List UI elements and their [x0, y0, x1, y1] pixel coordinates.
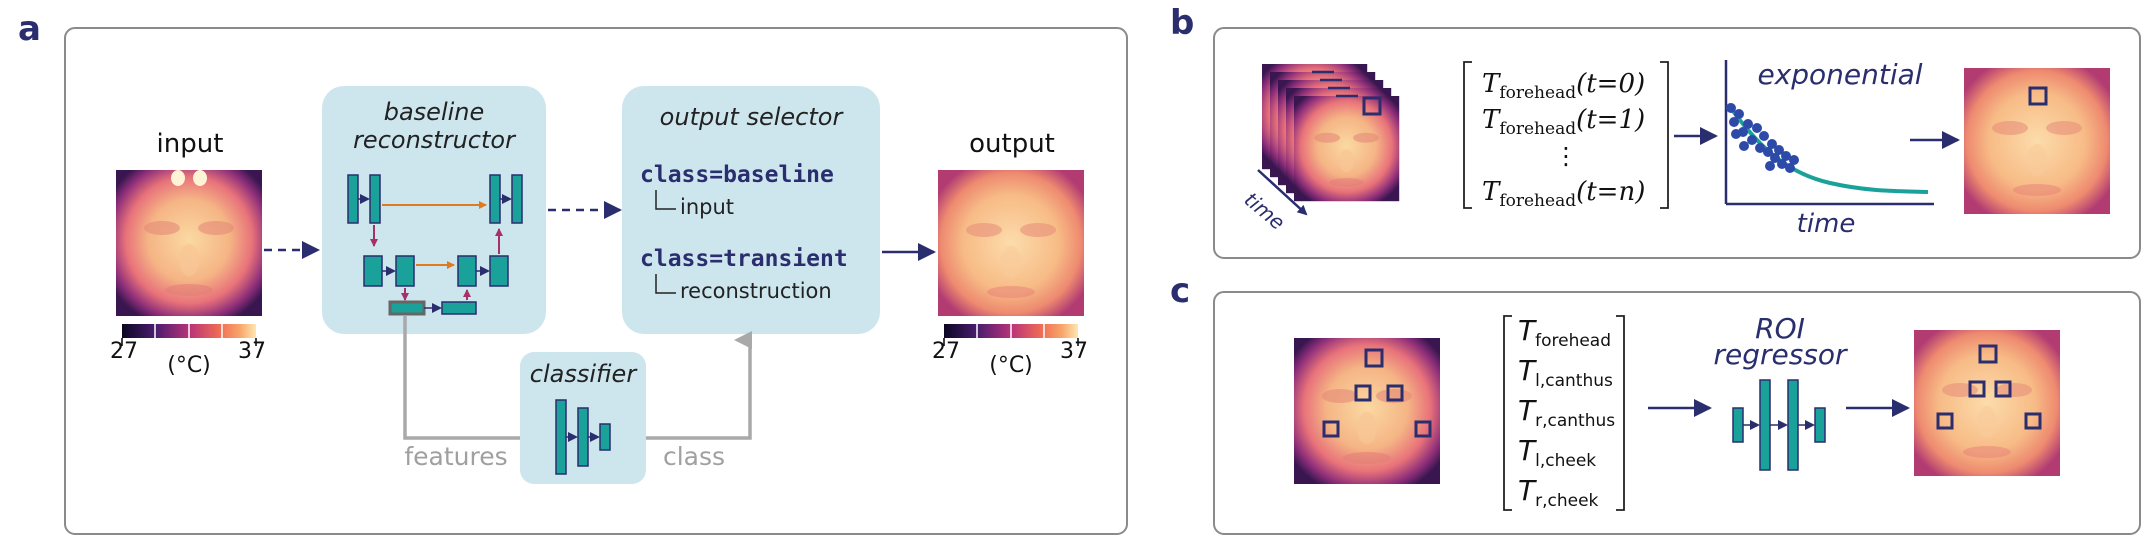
selector-line2-bracket	[655, 274, 676, 294]
unet-diagram	[347, 174, 523, 316]
input-label: input	[157, 129, 224, 159]
panel-c-letter: c	[1170, 271, 1190, 311]
vector-c-entry: Tl,cheek	[1518, 434, 1596, 471]
vector-dots: ⋮	[1554, 142, 1578, 170]
output-colorbar-ticks	[976, 324, 1045, 338]
vector-bracket-left	[1463, 61, 1472, 209]
svg-text:Tforehead(t=n): Tforehead(t=n)	[1482, 177, 1645, 211]
fit-xaxis-label: time	[1797, 209, 1856, 239]
output-thermal-image	[938, 170, 1084, 316]
reconstructor-title-2: reconstructor	[353, 126, 517, 154]
arrow-class	[638, 331, 752, 440]
panel-c-frame	[1213, 291, 2141, 535]
panel-b: b time Tforehead(t=0) Tforehead(t=1) ⋮ T…	[1170, 3, 2141, 259]
selector-line1-bracket	[655, 190, 676, 210]
panel-b-frame	[1213, 27, 2141, 259]
vector-c-entry: Tforehead	[1518, 314, 1611, 351]
panel-c-input-image	[1294, 338, 1440, 484]
input-colorbar-unit: (°C)	[167, 353, 211, 378]
input-colorbar-max: 37	[238, 339, 266, 364]
selector-line1-sub: input	[680, 195, 734, 219]
classifier-title: classifier	[530, 360, 639, 388]
fit-label: exponential	[1757, 58, 1922, 91]
panel-a-letter: a	[18, 9, 41, 49]
regressor-title-2: regressor	[1713, 338, 1848, 371]
vector-c-entry: Tr,cheek	[1518, 474, 1599, 511]
panel-a: a input 27 37 (°C) baseline reconstructo…	[18, 9, 1128, 535]
features-label: features	[404, 442, 507, 471]
panel-c: c Tforehead Tl,canthus Tr,canthus Tl,che…	[1170, 271, 2141, 535]
output-colorbar-max: 37	[1060, 339, 1088, 364]
time-arrow-label: time	[1240, 187, 1290, 234]
time-arrow	[1257, 169, 1308, 216]
vector-c-entries: Tforehead Tl,canthus Tr,canthus Tl,cheek…	[1518, 314, 1615, 511]
output-colorbar-unit: (°C)	[989, 353, 1033, 378]
selector-line2-code: class=transient	[640, 246, 848, 272]
vector-entry-2: Tforehead(t=1)	[1482, 105, 1645, 139]
regressor-network	[1732, 379, 1826, 471]
frame-stack	[1262, 64, 1400, 202]
class-label: class	[663, 442, 725, 471]
vector-c-bracket-right	[1616, 315, 1625, 511]
vector-c-bracket-left	[1503, 315, 1512, 511]
output-colorbar-min: 27	[932, 339, 960, 364]
arrow-features	[403, 316, 548, 447]
vector-c-entry: Tr,canthus	[1518, 394, 1615, 431]
svg-text:Tforehead(t=0): Tforehead(t=0)	[1482, 69, 1645, 103]
selector-title: output selector	[660, 103, 845, 131]
panel-b-letter: b	[1170, 3, 1194, 43]
svg-text:Tforehead(t=1): Tforehead(t=1)	[1482, 105, 1645, 139]
vector-entry-n: Tforehead(t=n)	[1482, 177, 1645, 211]
input-thermal-image	[116, 170, 262, 316]
classifier-network	[555, 399, 611, 475]
output-selector-box	[622, 86, 880, 334]
reconstructor-title-1: baseline	[384, 98, 485, 126]
input-colorbar-min: 27	[110, 339, 138, 364]
vector-bracket-right	[1660, 61, 1669, 209]
selector-line2-sub: reconstruction	[680, 279, 832, 303]
regressor-title-1: ROI	[1755, 312, 1805, 345]
vector-c-entry: Tl,canthus	[1518, 354, 1613, 391]
panel-a-frame	[64, 27, 1128, 535]
panel-c-output-image	[1914, 330, 2060, 476]
vector-entry-1: Tforehead(t=0)	[1482, 69, 1645, 103]
forehead-roi-box	[1362, 96, 1382, 116]
output-label: output	[969, 129, 1055, 159]
fit-points	[1726, 103, 1799, 173]
input-colorbar-ticks	[154, 324, 223, 338]
panel-b-output-image	[1964, 68, 2110, 214]
selector-line1-code: class=baseline	[640, 162, 834, 188]
